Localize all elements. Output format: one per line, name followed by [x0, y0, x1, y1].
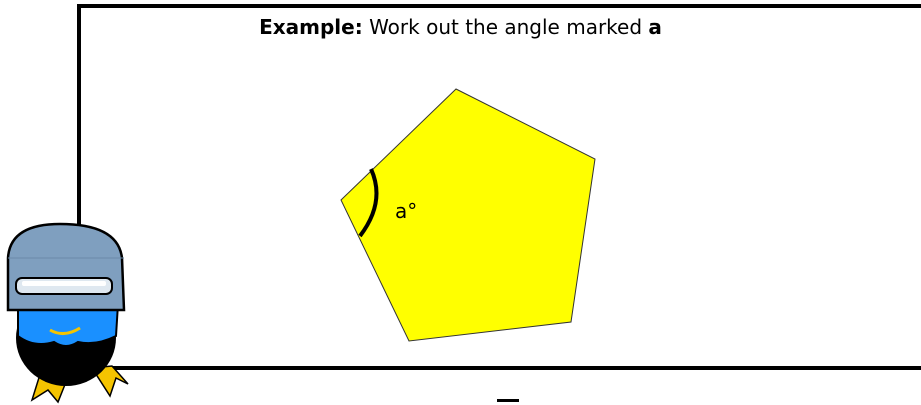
robot-penguin-icon [6, 222, 129, 404]
title-text: Work out the angle marked [362, 15, 649, 39]
angle-arc [358, 168, 379, 238]
pentagon-shape [340, 88, 596, 342]
example-title: Example: Work out the angle marked a [0, 15, 921, 39]
text-cursor-mark [497, 399, 519, 402]
title-prefix: Example: [259, 15, 363, 39]
angle-label: a° [395, 199, 417, 223]
title-variable: a [648, 15, 662, 39]
